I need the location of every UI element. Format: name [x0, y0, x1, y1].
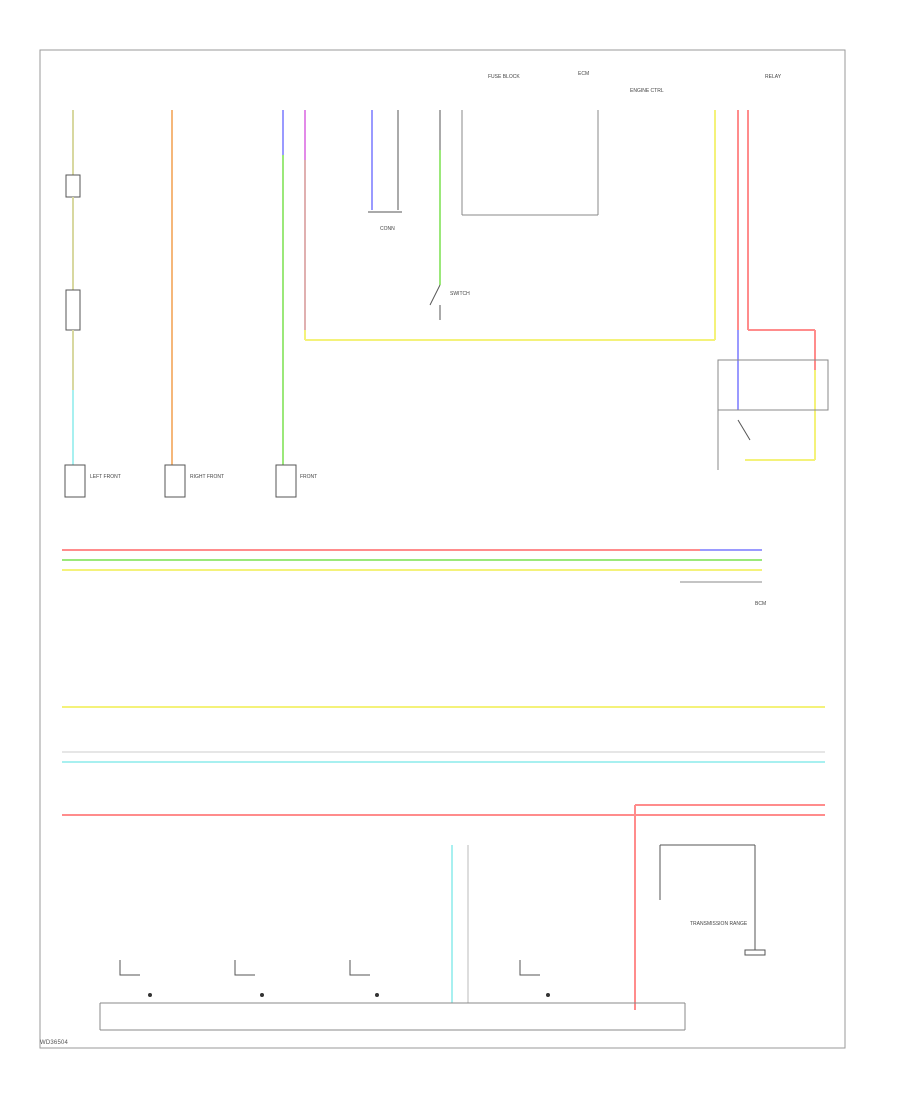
lower-switches: TRANSMISSION RANGE — [99, 844, 766, 1031]
wire-column-7: SWITCH — [429, 110, 470, 320]
component-label: TRANSMISSION RANGE — [690, 921, 748, 927]
bus-wires-lower — [62, 751, 825, 1010]
top-label: ENGINE CTRL — [630, 88, 664, 94]
light-socket — [164, 464, 186, 498]
footer-code: WD36504 — [40, 1040, 69, 1046]
module-label: BCM — [755, 601, 766, 607]
wire-column-3: FRONT — [275, 110, 317, 498]
light-socket — [275, 464, 297, 498]
component-label: SWITCH — [450, 291, 470, 297]
relay-box — [717, 359, 829, 411]
diagram-frame — [39, 49, 846, 1049]
wire-column-1: LEFT FRONT — [64, 110, 121, 498]
component-label: FRONT — [300, 474, 317, 480]
component-label: RIGHT FRONT — [190, 474, 224, 480]
connector-block — [65, 289, 81, 331]
wire-column-2: RIGHT FRONT — [164, 110, 224, 498]
top-label: RELAY — [765, 74, 782, 80]
relay-wires — [717, 110, 829, 470]
top-label: FUSE BLOCK — [488, 74, 520, 80]
light-socket — [64, 464, 86, 498]
component-label: CONN — [380, 226, 395, 232]
wire-column-4 — [304, 110, 716, 341]
ground-symbol — [744, 949, 766, 956]
bus-wires-upper: BCM — [62, 549, 766, 607]
top-label: ECM — [578, 71, 589, 77]
wire-column-8 — [461, 110, 599, 216]
wire-column-5-6: CONN — [368, 110, 402, 232]
component-label: LEFT FRONT — [90, 474, 121, 480]
connector-block — [65, 174, 81, 198]
